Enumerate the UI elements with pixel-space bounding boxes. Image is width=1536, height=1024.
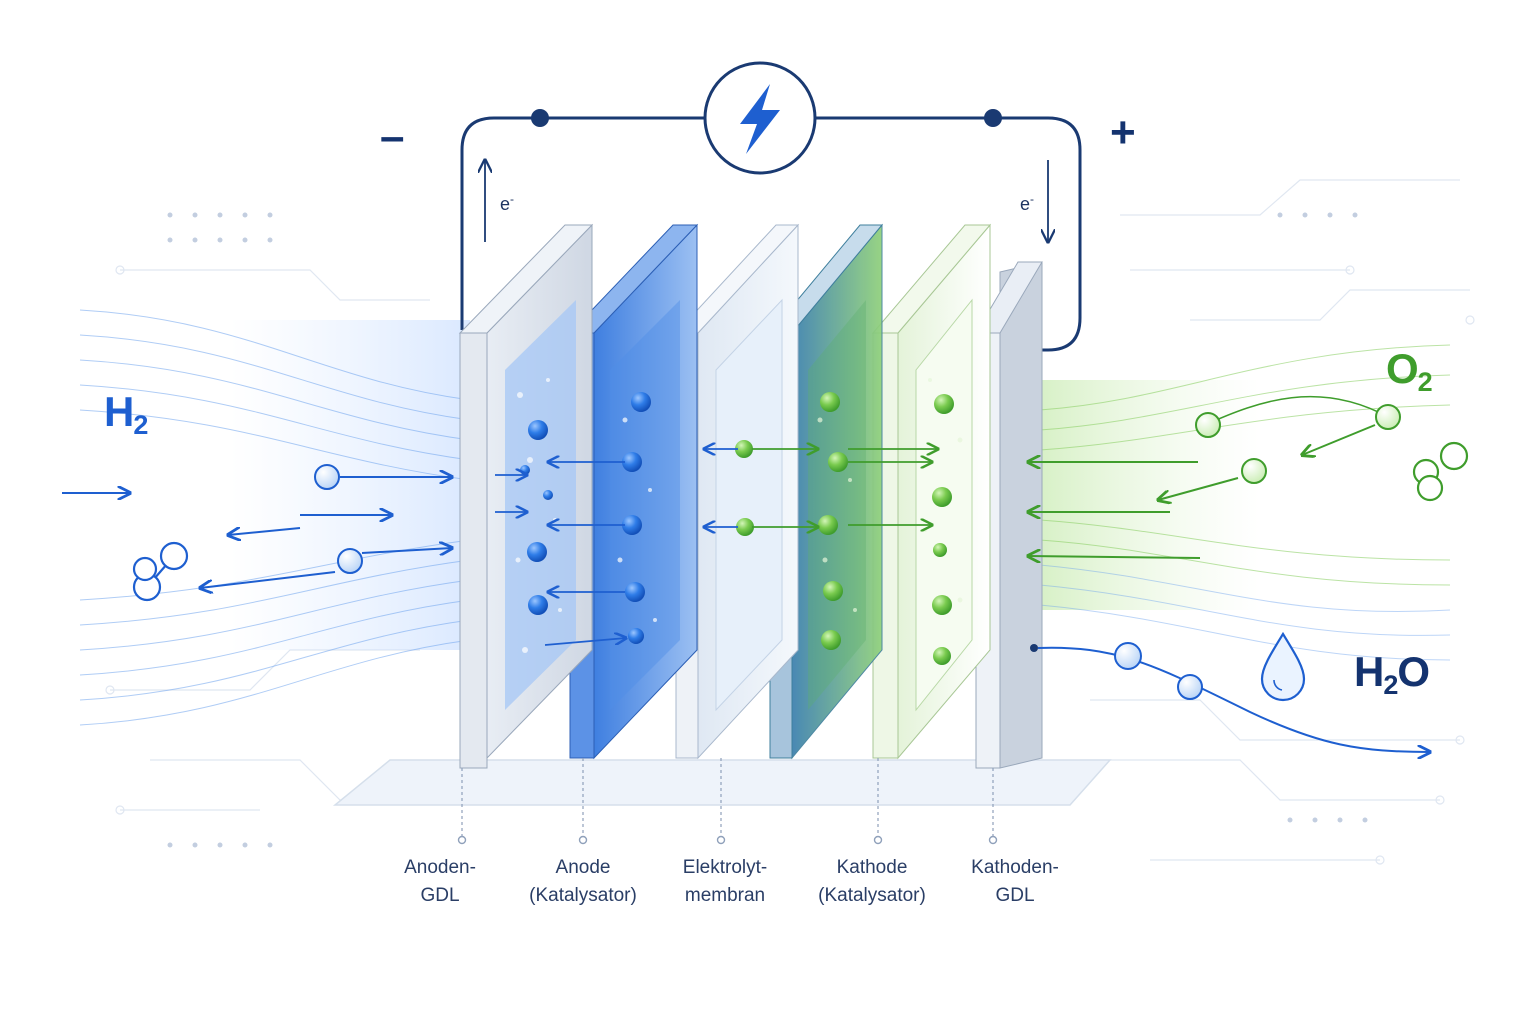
oxygen-particles-inlet — [1195, 395, 1401, 484]
oxygen-flow-glow — [1030, 380, 1260, 610]
hydrogen-particles-inlet — [314, 464, 363, 574]
hydrogen-inlet-arrows — [62, 477, 452, 588]
label-line-2: membran — [684, 885, 766, 906]
h2o-subscript: 2 — [1383, 670, 1398, 700]
h2o-label: H2O — [1354, 648, 1430, 701]
label-anode-katalysator: Anode (Katalysator) — [493, 854, 673, 910]
o2-symbol: O — [1386, 345, 1419, 392]
oxygen-particles-cathode-gdl — [932, 394, 954, 665]
label-line-1: Kathoden- — [971, 857, 1059, 878]
o2-subscript: 2 — [1417, 367, 1433, 397]
o2-label: O2 — [1386, 345, 1433, 398]
external-circuit-wire — [460, 116, 1082, 352]
positive-terminal-label: + — [1110, 108, 1136, 157]
label-anoden-gdl: Anoden- GDL — [350, 854, 530, 910]
label-leaders — [461, 758, 994, 838]
label-line-2: GDL — [420, 885, 460, 906]
label-line-2: (Katalysator) — [529, 885, 637, 906]
proton-particles-anode — [622, 392, 651, 644]
electron-charge: - — [1030, 192, 1035, 206]
label-line-2: (Katalysator) — [818, 885, 926, 906]
water-flow-lines — [1039, 564, 1451, 661]
background-decoration — [105, 179, 1475, 865]
anode-internal-arrows — [495, 449, 738, 646]
base-plate — [332, 759, 1112, 806]
water-outlet — [1037, 646, 1430, 752]
oxygen-particles-cathode — [818, 392, 848, 650]
lightning-bolt-icon — [740, 84, 780, 154]
water-outlet-node — [1030, 644, 1038, 652]
h2-subscript: 2 — [133, 410, 148, 440]
h2o-symbol-h: H — [1354, 648, 1384, 695]
label-line-1: Elektrolyt- — [682, 857, 768, 878]
oxygen-flow-lines — [1039, 344, 1451, 586]
label-line-1: Anoden- — [404, 857, 476, 878]
label-kathoden-gdl: Kathoden- GDL — [925, 854, 1105, 910]
proton-particles-membrane — [735, 440, 754, 536]
h2-symbol: H — [104, 388, 134, 435]
oxygen-molecule-icon — [1412, 441, 1469, 502]
water-drop-icon — [1260, 631, 1306, 702]
circuit-node-right — [984, 109, 1002, 127]
circuit-node-left — [531, 109, 549, 127]
background-dots — [167, 212, 1368, 848]
negative-terminal-label: – — [380, 112, 405, 161]
label-line-1: Kathode — [836, 857, 908, 878]
hydrogen-molecule-icon — [132, 541, 189, 602]
h2-label: H2 — [104, 388, 148, 441]
electron-symbol: e — [500, 194, 511, 214]
water-particle — [1177, 674, 1203, 700]
electron-symbol: e — [1020, 194, 1031, 214]
label-line-1: Anode — [555, 857, 611, 878]
hydrogen-flow-lines — [79, 309, 471, 726]
label-leader-dots — [457, 835, 998, 845]
hydrogen-flow-glow — [230, 320, 470, 650]
electron-label-right: e- — [1020, 192, 1034, 215]
label-line-2: GDL — [995, 885, 1035, 906]
water-particle — [1114, 642, 1142, 670]
oxygen-inlet-arrows — [1028, 424, 1376, 558]
cathode-internal-arrows — [752, 449, 938, 527]
label-elektrolytmembran: Elektrolyt- membran — [635, 854, 815, 910]
water-drop-highlight — [1273, 679, 1283, 691]
label-kathode-katalysator: Kathode (Katalysator) — [782, 854, 962, 910]
electron-label-left: e- — [500, 192, 514, 215]
electron-charge: - — [510, 192, 515, 206]
layer-anoden-gdl — [458, 223, 594, 769]
h2o-symbol-o: O — [1397, 648, 1430, 695]
layer-kathode-katalysator — [871, 223, 992, 760]
